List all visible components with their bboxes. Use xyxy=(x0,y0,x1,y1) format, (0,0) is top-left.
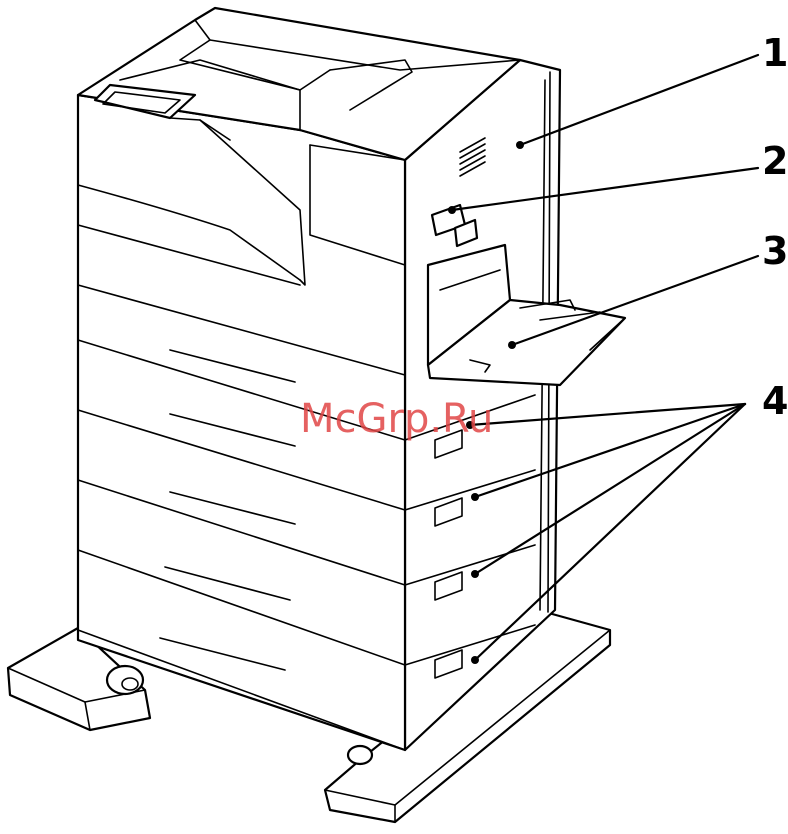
watermark-text: McGrp.Ru xyxy=(300,396,493,442)
caster-right xyxy=(348,746,372,764)
callout-number-1: 1 xyxy=(762,31,788,75)
caster-left xyxy=(107,666,143,694)
callout-number-4: 4 xyxy=(762,379,788,423)
callout-number-3: 3 xyxy=(762,229,788,273)
callout-number-2: 2 xyxy=(762,139,788,183)
